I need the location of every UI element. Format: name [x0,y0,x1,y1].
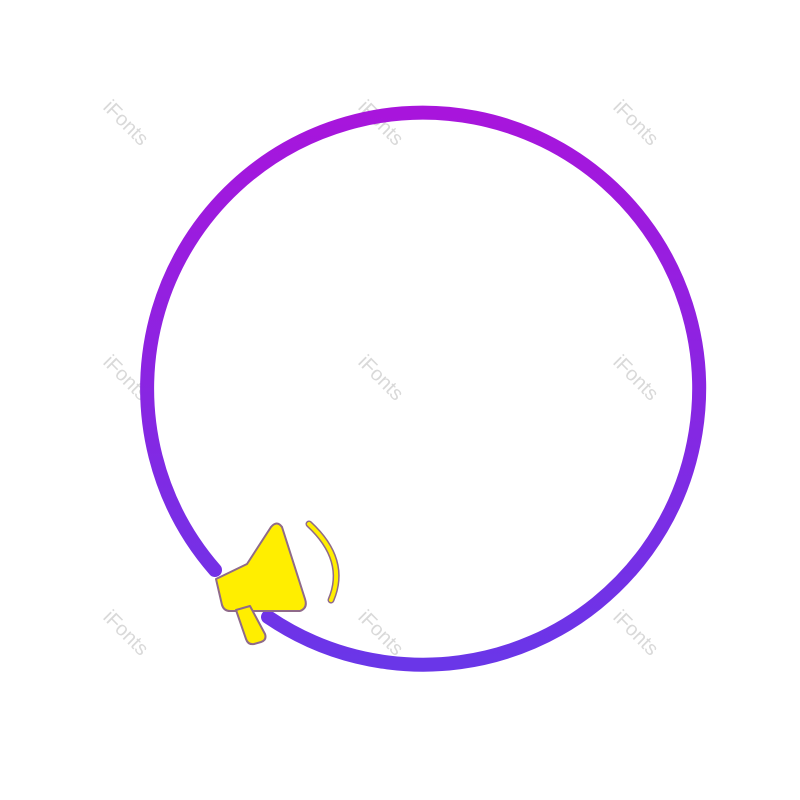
sound-wave-icon-fill [307,522,339,602]
megaphone-icon [215,522,307,646]
sound-wave-icon [305,520,340,604]
circle-frame-ring [140,105,707,672]
